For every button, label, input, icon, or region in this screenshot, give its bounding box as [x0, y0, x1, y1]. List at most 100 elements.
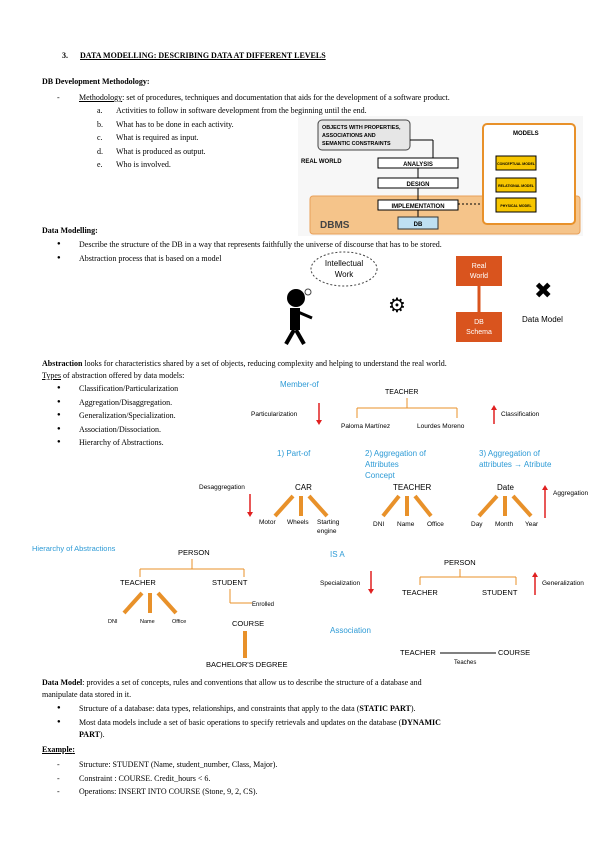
abstraction-types: Types of abstraction offered by data mod… — [42, 371, 185, 380]
methodology-item: Who is involved. — [116, 160, 171, 169]
instance-2: Lourdes Moreno — [417, 423, 465, 430]
tools-icon: ✖ — [534, 278, 552, 303]
teacher-association-label: TEACHER — [400, 648, 436, 657]
abstraction-type-item: Aggregation/Disaggregation. — [57, 398, 172, 407]
methodology-item: What is produced as output. — [116, 146, 206, 156]
gear-icon: ⚙ — [388, 295, 406, 317]
data-model-bullet-dynamic: Most data models include a set of basic … — [57, 718, 441, 727]
specialization-label: Specialization — [320, 580, 360, 587]
abstraction-type-item: Generalization/Specialization. — [57, 411, 176, 420]
objects-label-1: OBJECTS WITH PROPERTIES, — [322, 125, 401, 131]
year-label: Year — [525, 521, 539, 528]
person-specialization-label: PERSON — [444, 558, 476, 567]
analysis-label: ANALYSIS — [403, 162, 433, 168]
methodology-diagram: OBJECTS WITH PROPERTIES, ASSOCIATIONS AN… — [298, 116, 583, 236]
data-model-definition-2: manipulate data stored in it. — [42, 690, 132, 699]
particularization-label: Particularization — [251, 411, 298, 418]
objects-label-3: SEMANTIC CONSTRAINTS — [322, 141, 391, 147]
person-label: PERSON — [178, 548, 210, 557]
methodology-item: What is required as input. — [116, 133, 199, 142]
data-model-bullet-static: Structure of a database: data types, rel… — [57, 704, 416, 713]
real-world-box — [456, 256, 502, 286]
abstraction-type-item: Association/Dissociation. — [57, 425, 161, 434]
aggregation-label: Aggregation — [553, 490, 588, 497]
classification-aggregation-diagram: Member-of TEACHER Particularization Palo… — [199, 380, 588, 535]
teaches-label: Teaches — [454, 660, 476, 666]
methodology-item-letter: c. — [97, 133, 103, 142]
methodology-item-letter: a. — [97, 106, 103, 115]
course-association-label: COURSE — [498, 648, 530, 657]
course-label: COURSE — [232, 619, 264, 628]
objects-label-2: ASSOCIATIONS AND — [322, 133, 376, 139]
hierarchy-label: Hierarchy of Abstractions — [32, 544, 116, 553]
starting-engine-2: engine — [317, 528, 337, 535]
agg-attributes-attribute-1: 3) Aggregation of — [479, 449, 541, 458]
office-label: Office — [427, 521, 444, 528]
methodology-item: What has to be done in each activity. — [116, 119, 234, 129]
thinker-body — [290, 308, 300, 330]
real-world-label: REAL WORLD — [301, 159, 342, 165]
db-cylinder — [397, 216, 439, 230]
agg-attributes-concept-3: Concept — [365, 471, 396, 480]
generalization-label: Generalization — [542, 580, 584, 587]
hierarchy-diagram: Hierarchy of Abstractions PERSON TEACHER… — [32, 544, 584, 669]
real-world-line-1: Real — [472, 263, 487, 270]
bachelor-label: BACHELOR'S DEGREE — [206, 660, 287, 669]
abstraction-process-diagram: Intellectual Work ⚙ Real World DB Schema… — [284, 251, 563, 345]
teacher-specialization-label: TEACHER — [402, 588, 438, 597]
svg-text:RELATIONAL MODEL: RELATIONAL MODEL — [498, 184, 535, 188]
section-title-modelling: Data Modelling: — [42, 226, 98, 235]
svg-text:PHYSICAL MODEL: PHYSICAL MODEL — [500, 204, 532, 208]
example-item: Operations: INSERT INTO COURSE (Stone, 9… — [57, 787, 258, 796]
model-relational — [495, 177, 537, 193]
teacher-label: TEACHER — [120, 578, 156, 587]
example-item: Structure: STUDENT (Name, student_number… — [57, 760, 277, 769]
member-of-label: Member-of — [280, 380, 319, 389]
heading-number: 3. — [62, 51, 68, 60]
methodology-item-letter: b. — [97, 119, 103, 129]
dbms-label: DBMS — [320, 220, 350, 231]
abstraction-definition: Abstraction looks for characteristics sh… — [42, 359, 447, 368]
methodology-item-letter: e. — [97, 160, 103, 169]
thought-line-2: Work — [335, 270, 355, 279]
abstraction-type-item: Classification/Particularization — [57, 384, 178, 393]
modelling-bullet: Abstraction process that is based on a m… — [57, 254, 221, 263]
db-schema-line-1: DB — [474, 319, 484, 326]
month-label: Month — [495, 521, 513, 528]
is-a-label: IS A — [330, 550, 345, 559]
db-schema-box — [456, 312, 502, 342]
db-schema-line-2: Schema — [466, 329, 492, 336]
classification-label: Classification — [501, 411, 540, 418]
motor-label: Motor — [259, 519, 276, 526]
section-title-dbdev: DB Development Methodology: — [42, 77, 150, 86]
real-world-line-2: World — [470, 273, 488, 280]
part-of-label: 1) Part-of — [277, 449, 311, 458]
starting-engine-1: Starting — [317, 519, 340, 526]
dni-label: DNI — [373, 521, 384, 528]
methodology-item-letter: d. — [97, 146, 103, 156]
agg-attributes-attribute-2: attributes → Atribute — [479, 460, 552, 469]
design-label: DESIGN — [406, 182, 429, 188]
car-label: CAR — [295, 483, 312, 492]
date-label: Date — [497, 483, 514, 492]
agg-attributes-concept-2: Attributes — [365, 460, 399, 469]
agg-attributes-concept-1: 2) Aggregation of — [365, 449, 427, 458]
instance-1: Paloma Martínez — [341, 423, 390, 430]
page-heading: DATA MODELLING: DESCRIBING DATA AT DIFFE… — [80, 51, 326, 60]
wheels-label: Wheels — [287, 519, 309, 526]
data-model-definition-1: Data Model: provides a set of concepts, … — [42, 678, 422, 687]
name-label: Name — [397, 521, 415, 528]
methodology-item: Activities to follow in software develop… — [116, 106, 367, 115]
association-label: Association — [330, 626, 371, 635]
desaggregation-label: Desaggregation — [199, 484, 245, 491]
svg-text:CONCEPTUAL MODEL: CONCEPTUAL MODEL — [497, 162, 536, 166]
thought-line-1: Intellectual — [325, 259, 363, 268]
objects-box — [317, 119, 411, 151]
models-label: MODELS — [513, 131, 539, 137]
thought-bubble — [310, 251, 378, 287]
dni-label: DNI — [108, 619, 118, 625]
db-label: DB — [414, 222, 423, 228]
data-model-label: Data Model — [522, 315, 563, 324]
model-conceptual — [495, 155, 537, 171]
implementation-label: IMPLEMENTATION — [391, 204, 444, 210]
